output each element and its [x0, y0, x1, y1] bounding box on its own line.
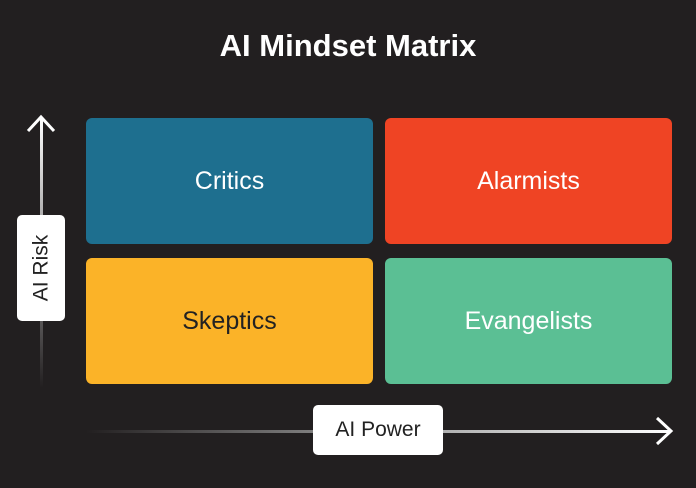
quadrant-label: Critics — [194, 166, 265, 195]
quadrant-skeptics: Skeptics — [86, 258, 373, 384]
y-axis-label-text: AI Risk — [29, 234, 53, 302]
quadrant-evangelists: Evangelists — [385, 258, 672, 384]
x-axis-label: AI Power — [313, 405, 443, 455]
quadrant-critics: Critics — [86, 118, 373, 244]
quadrant-alarmists: Alarmists — [385, 118, 672, 244]
page-title: AI Mindset Matrix — [219, 28, 477, 63]
y-axis-label: AI Risk — [17, 215, 65, 321]
quadrant-label: Alarmists — [477, 166, 580, 195]
quadrant-label: Skeptics — [182, 306, 277, 335]
quadrant-label: Evangelists — [464, 306, 593, 335]
